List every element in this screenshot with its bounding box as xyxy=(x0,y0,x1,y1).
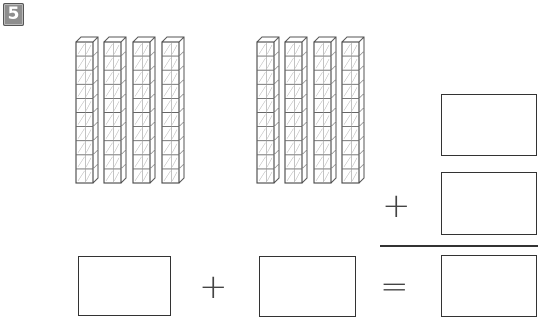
answer-box-top[interactable] xyxy=(441,94,537,156)
answer-box-left-addend[interactable] xyxy=(78,256,171,316)
equals-sign: = xyxy=(380,270,409,304)
answer-box-vertical-sum[interactable] xyxy=(441,255,537,317)
answer-box-middle[interactable] xyxy=(441,172,537,235)
plus-sign-horizontal: + xyxy=(199,270,228,304)
left-group-rod-2 xyxy=(104,37,126,183)
right-group-rod-3 xyxy=(314,37,336,183)
right-group-rod-2 xyxy=(285,37,307,183)
sum-line xyxy=(380,245,538,247)
left-group-rod-1 xyxy=(76,37,98,183)
left-group-rod-3 xyxy=(133,37,155,183)
answer-box-right-addend[interactable] xyxy=(259,256,356,317)
plus-sign-vertical: + xyxy=(382,189,411,223)
right-group-rod-1 xyxy=(257,37,279,183)
left-group-rod-4 xyxy=(162,37,184,183)
right-group-rod-4 xyxy=(342,37,364,183)
